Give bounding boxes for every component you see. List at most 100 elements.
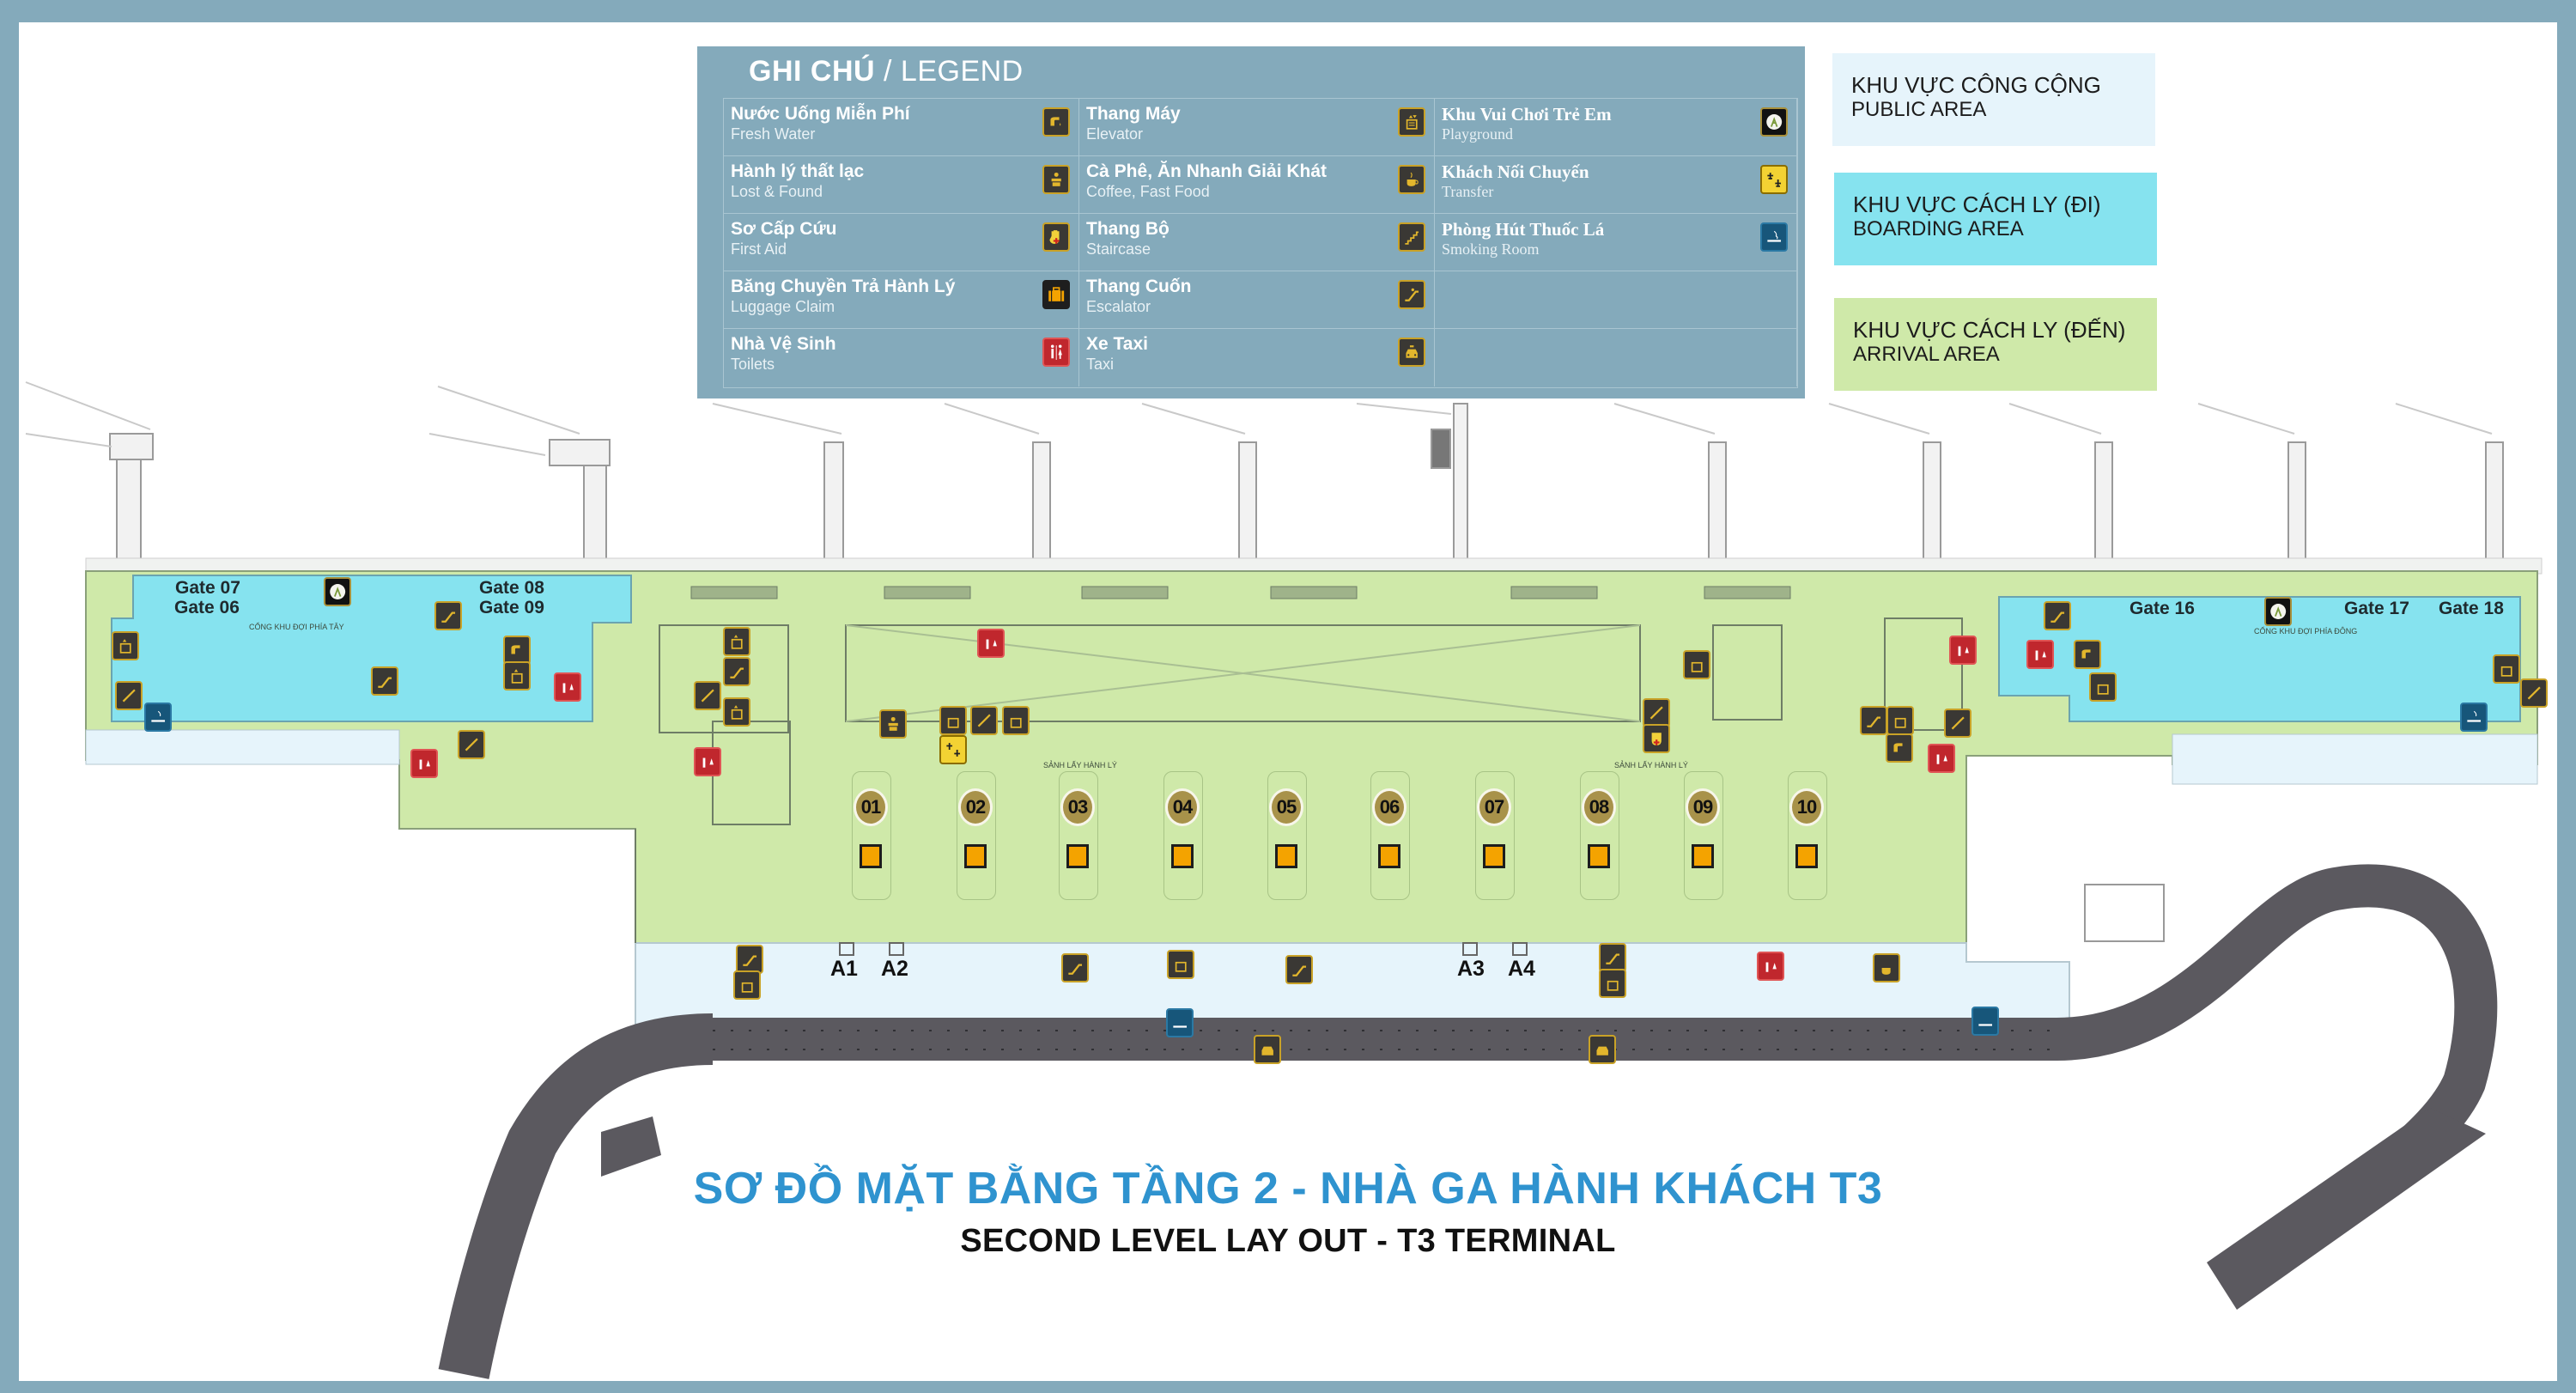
escalator-icon [434,601,462,630]
legend-item-toilets: Nhà Vệ Sinh Toilets [724,329,1079,386]
carousel-lane [957,771,996,900]
carousel-lane [1370,771,1410,900]
legend-item-sublabel: Playground [1442,125,1513,143]
staircase-icon [1944,709,1971,738]
escalator-icon [2044,601,2071,630]
legend-item-label: Khách Nối Chuyến [1442,161,1589,182]
baggage-hall-label-east: SẢNH LẤY HÀNH LÝ [1614,761,1688,769]
gate-08-label: Gate 08 [479,578,544,598]
carousel-lane [1059,771,1098,900]
playground-icon [1760,107,1788,137]
escalator-icon [1285,955,1313,984]
legend-item-coffee: Cà Phê, Ăn Nhanh Giải Khát Coffee, Fast … [1079,156,1435,214]
exit-a3-label: A3 [1457,957,1485,981]
staircase-icon [1643,698,1670,727]
escalator-icon [736,945,763,974]
area-key-boarding: KHU VỰC CÁCH LY (ĐI) BOARDING AREA [1834,173,2157,265]
legend-item-label: Nhà Vệ Sinh [731,334,836,354]
luggage-claim-icon [1588,844,1610,868]
staircase-icon [458,730,485,759]
elevator-icon [112,631,139,660]
west-waiting-area-label: CỔNG KHU ĐỢI PHÍA TÂY [249,623,344,631]
legend-item-label: Phòng Hút Thuốc Lá [1442,219,1605,240]
legend-item-empty [1435,271,1797,329]
legend-item-escalator: Thang Cuốn Escalator [1079,271,1435,329]
lost-found-icon [879,709,907,739]
legend-item-elevator: Thang Máy Elevator [1079,99,1435,156]
elevator-icon [1002,706,1030,735]
staircase-icon [694,681,721,710]
legend-item-label: Thang Máy [1086,104,1181,124]
carousel-05: 05 [1269,788,1303,826]
legend-title-sep: / [875,55,901,88]
coffee-icon [1398,165,1425,194]
escalator-icon [1061,953,1089,982]
carousel-06: 06 [1372,788,1406,826]
toilets-icon [1928,744,1955,773]
carousel-03: 03 [1060,788,1095,826]
elevator-icon [1599,969,1626,998]
map-title-vi: SƠ ĐỒ MẶT BẰNG TẦNG 2 - NHÀ GA HÀNH KHÁC… [693,1164,1883,1214]
escalator-icon [1599,943,1626,972]
exit-a2-label: A2 [881,957,908,981]
legend-item-sublabel: Toilets [731,356,775,373]
fresh-water-icon [2074,640,2101,669]
legend-item-label: Nước Uống Miễn Phí [731,104,910,124]
carousel-lane [1163,771,1203,900]
elevator-icon [733,970,761,1000]
playground-icon [324,577,351,606]
escalator-icon [1398,280,1425,309]
carousel-lane [1684,771,1723,900]
legend-panel: GHI CHÚ / LEGEND Nước Uống Miễn Phí Fres… [697,46,1805,398]
legend-item-sublabel: Elevator [1086,125,1144,143]
area-key-public: KHU VỰC CÔNG CỘNG PUBLIC AREA [1832,53,2155,146]
luggage-claim-icon [964,844,987,868]
legend-item-sublabel: Taxi [1086,356,1115,373]
escalator-icon [371,666,398,696]
luggage-claim-icon [1042,280,1070,309]
exit-a1-label: A1 [830,957,858,981]
legend-item-sublabel: Smoking Room [1442,240,1540,258]
legend-item-sublabel: Fresh Water [731,125,816,143]
luggage-claim-icon [1378,844,1400,868]
carousel-08: 08 [1582,788,1616,826]
toilets-icon [977,629,1005,658]
legend-item-sublabel: Transfer [1442,183,1494,200]
gate-18-label: Gate 18 [2439,599,2504,618]
taxi-icon [1254,1035,1281,1064]
carousel-lane [1267,771,1307,900]
carousel-lane [1580,771,1619,900]
lost-found-icon [1042,165,1070,194]
area-key-sublabel: PUBLIC AREA [1851,98,1987,121]
exit-a4-label: A4 [1508,957,1535,981]
area-key-sublabel: ARRIVAL AREA [1853,343,2000,366]
carousel-lane [1788,771,1827,900]
toilets-icon [554,672,581,702]
staircase-icon [115,681,143,710]
gate-16-label: Gate 16 [2129,599,2195,618]
toilets-icon [2026,640,2054,669]
jet-bridges [25,381,2504,572]
legend-item-playground: Khu Vui Chơi Trẻ Em Playground [1435,99,1797,156]
elevator-icon [1398,107,1425,137]
gate-17-label: Gate 17 [2344,599,2409,618]
toilets-icon [694,747,721,776]
toilets-icon [1949,636,1977,665]
toilets-icon [1042,338,1070,367]
fresh-water-icon [1886,733,1913,763]
map-title-en: SECOND LEVEL LAY OUT - T3 TERMINAL [960,1223,1616,1259]
area-key-sublabel: BOARDING AREA [1853,217,2024,240]
elevator-icon [1886,706,1914,735]
legend-item-transfer: Khách Nối Chuyến Transfer [1435,156,1797,214]
elevator-icon [2089,672,2117,702]
area-key-label: KHU VỰC CÁCH LY (ĐẾN) [1853,317,2126,343]
legend-item-smoking-room: Phòng Hút Thuốc Lá Smoking Room [1435,214,1797,271]
legend-item-label: Băng Chuyền Trả Hành Lý [731,277,956,296]
baggage-hall-label-west: SẢNH LẤY HÀNH LÝ [1043,761,1117,769]
carousel-09: 09 [1686,788,1720,826]
legend-item-lost-found: Hành lý thất lạc Lost & Found [724,156,1079,214]
carousel-lane [1475,771,1515,900]
legend-grid: Nước Uống Miễn Phí Fresh Water Thang Máy… [723,98,1798,388]
east-waiting-area-label: CỔNG KHU ĐỢI PHÍA ĐÔNG [2254,627,2358,636]
